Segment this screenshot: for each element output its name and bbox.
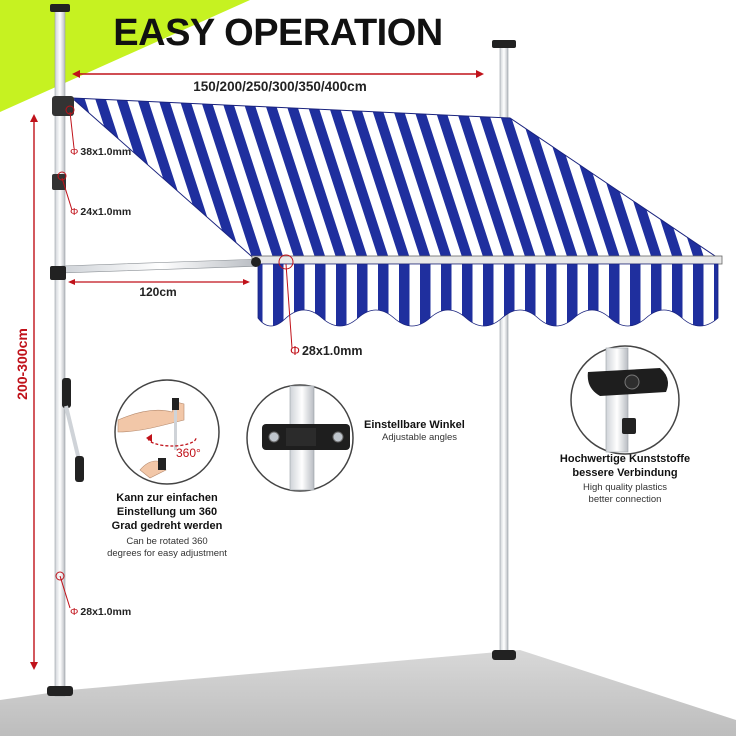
page-title: EASY OPERATION (113, 12, 443, 54)
left-pole-top-cap (50, 4, 70, 12)
right-pole-foot (492, 650, 516, 660)
width-dimension-label: 150/200/250/300/350/400cm (193, 79, 367, 94)
awning-valance (257, 263, 719, 327)
support-arm-end (251, 257, 261, 267)
diameter-symbol-icon: Φ (290, 344, 300, 358)
mid-bracket (52, 174, 66, 190)
arm-length-label: 120cm (139, 285, 177, 299)
crank-handle-top (62, 378, 71, 408)
top-bracket (52, 96, 74, 116)
rotation-caption: Kann zur einfachen Einstellung um 360 Gr… (107, 492, 227, 559)
callout-leader-4 (59, 575, 71, 609)
support-arm (61, 258, 259, 274)
awning-canopy (70, 97, 720, 263)
callout-leader-1 (69, 111, 75, 149)
left-pole-foot (47, 686, 73, 696)
diameter-symbol-icon: Φ (70, 146, 79, 158)
diameter-symbol-icon: Φ (70, 606, 79, 618)
rotation-detail-circle (114, 379, 220, 485)
rotation-degree-label: 360° (176, 446, 201, 460)
diameter-symbol-icon: Φ (70, 206, 79, 218)
crank-rod (64, 405, 81, 461)
callout-leader-3 (285, 263, 293, 349)
angle-detail-circle (246, 384, 354, 492)
angles-caption: Einstellbare Winkel Adjustable angles (364, 419, 465, 443)
floor-shadow (0, 650, 736, 736)
plastics-detail-circle (570, 345, 680, 455)
support-arm-bracket (50, 266, 66, 280)
height-dimension-label: 200-300cm (14, 328, 30, 400)
awning-front-bar (251, 255, 723, 265)
plastics-caption: Hochwertige Kunststoffe bessere Verbindu… (559, 453, 691, 505)
right-pole-top-cap (492, 40, 516, 48)
crank-grip (75, 456, 84, 482)
callout-leader-2 (61, 177, 73, 211)
